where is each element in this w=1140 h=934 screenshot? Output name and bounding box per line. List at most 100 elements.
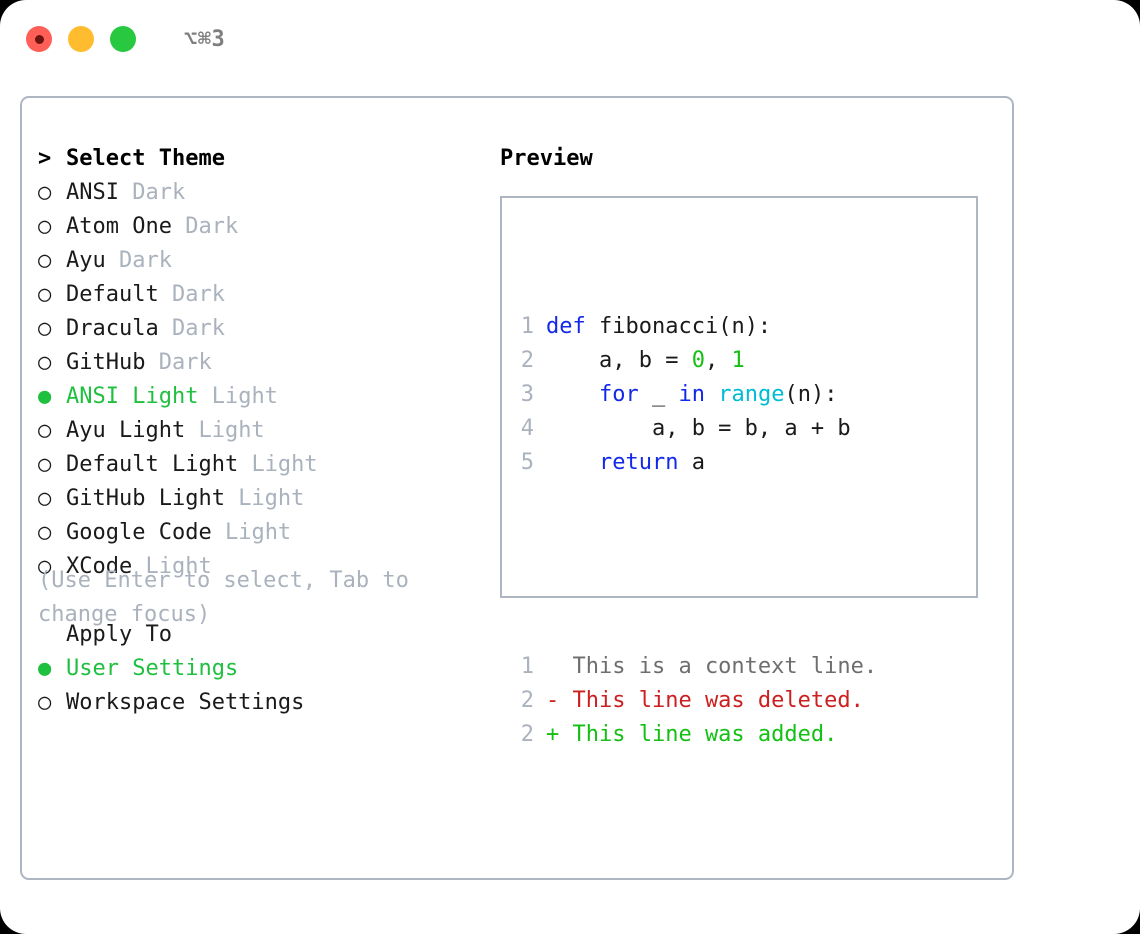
theme-option-ansi-light[interactable]: ● ANSI Light Light bbox=[38, 380, 488, 414]
diff-line: 2 + This line was added. bbox=[512, 718, 877, 752]
code-token: return bbox=[598, 450, 679, 475]
theme-option-google-code[interactable]: ○Google Code Light bbox=[38, 516, 488, 550]
theme-option-ansi[interactable]: ○ANSI Dark bbox=[38, 176, 488, 210]
code-token: range bbox=[718, 382, 785, 407]
select-theme-heading: > Select Theme bbox=[38, 142, 488, 176]
theme-picker-panel: >Select Theme ○ANSI Dark○Atom One Dark○A… bbox=[20, 96, 1014, 880]
theme-option-label: Dracula bbox=[66, 316, 172, 341]
code-token bbox=[705, 382, 718, 407]
radio-unselected-icon[interactable]: ○ bbox=[38, 486, 52, 511]
code-token: _ bbox=[638, 382, 679, 407]
code-token: 0 bbox=[691, 348, 705, 373]
code-line-number: 2 bbox=[520, 348, 534, 373]
theme-option-label: Atom One bbox=[66, 214, 186, 239]
code-token: a, b = b, a + b bbox=[546, 416, 851, 441]
diff-line-number: 2 bbox=[520, 688, 534, 713]
radio-unselected-icon[interactable]: ○ bbox=[38, 282, 52, 307]
code-token: 1 bbox=[731, 348, 745, 373]
theme-option-github-light[interactable]: ○ GitHub Light Light bbox=[38, 482, 488, 516]
theme-variant-label: Dark bbox=[185, 214, 239, 239]
theme-option-label: Default Light bbox=[66, 452, 252, 477]
apply-to-option-workspace-settings[interactable]: ○Workspace Settings bbox=[38, 686, 488, 720]
close-button-icon[interactable] bbox=[26, 26, 52, 52]
theme-variant-label: Light bbox=[198, 418, 265, 443]
theme-option-label: GitHub bbox=[66, 350, 159, 375]
theme-variant-label: Light bbox=[145, 554, 212, 579]
code-diff-separator bbox=[512, 548, 877, 582]
apply-to-option-user-settings[interactable]: ● User Settings bbox=[38, 652, 488, 686]
radio-unselected-icon[interactable]: ○ bbox=[38, 350, 52, 375]
traffic-light-buttons bbox=[26, 26, 136, 52]
apply-to-option-label: User Settings bbox=[66, 656, 239, 681]
radio-unselected-icon[interactable]: ○ bbox=[38, 690, 52, 715]
radio-unselected-icon[interactable]: ○ bbox=[38, 554, 52, 579]
diff-line: 2 - This line was deleted. bbox=[512, 684, 877, 718]
code-line: 1 def fibonacci(n): bbox=[512, 310, 877, 344]
code-token: (n): bbox=[784, 382, 838, 407]
code-line: 5 return a bbox=[512, 446, 877, 480]
theme-variant-label: Dark bbox=[171, 316, 225, 341]
radio-unselected-icon[interactable]: ○ bbox=[38, 316, 52, 341]
apply-to-heading: Apply To bbox=[38, 618, 488, 652]
radio-unselected-icon[interactable]: ○ bbox=[38, 214, 52, 239]
diff-line-number: 1 bbox=[520, 654, 534, 679]
theme-variant-label: Dark bbox=[132, 180, 186, 205]
diff-line: 1 This is a context line. bbox=[512, 650, 877, 684]
preview-heading: Preview bbox=[500, 146, 593, 171]
theme-option-default[interactable]: ○Default Dark bbox=[38, 278, 488, 312]
theme-variant-label: Light bbox=[224, 520, 292, 545]
help-hint-text: (Use Enter to select, Tab to change focu… bbox=[38, 568, 409, 627]
radio-selected-icon[interactable]: ● bbox=[38, 384, 52, 409]
diff-line-number: 2 bbox=[520, 722, 534, 747]
keyboard-shortcut-label: ⌥⌘3 bbox=[184, 26, 226, 52]
code-line-number: 4 bbox=[520, 416, 534, 441]
radio-unselected-icon[interactable]: ○ bbox=[38, 520, 52, 545]
prompt-caret-icon: > bbox=[38, 146, 52, 171]
theme-option-label: Ayu Light bbox=[66, 418, 199, 443]
theme-option-xcode[interactable]: ○ XCode Light bbox=[38, 550, 488, 584]
theme-variant-label: Light bbox=[238, 486, 305, 511]
theme-option-label: GitHub Light bbox=[66, 486, 239, 511]
theme-option-dracula[interactable]: ○ Dracula Dark bbox=[38, 312, 488, 346]
code-line: 2 a, b = 0, 1 bbox=[512, 344, 877, 378]
theme-option-default-light[interactable]: ○ Default Light Light bbox=[38, 448, 488, 482]
code-token: fibonacci(n): bbox=[585, 314, 772, 339]
code-line-number: 1 bbox=[520, 314, 534, 339]
code-token: a, b = bbox=[546, 348, 692, 373]
code-token: in bbox=[678, 382, 705, 407]
maximize-button-icon[interactable] bbox=[110, 26, 136, 52]
theme-option-label: Default bbox=[66, 282, 172, 307]
theme-option-label: XCode bbox=[66, 554, 146, 579]
code-line-number: 5 bbox=[520, 450, 534, 475]
radio-selected-icon[interactable]: ● bbox=[38, 656, 52, 681]
minimize-button-icon[interactable] bbox=[68, 26, 94, 52]
code-token: a bbox=[678, 450, 705, 475]
diff-line-text: + This line was added. bbox=[546, 722, 838, 747]
theme-variant-label: Dark bbox=[158, 350, 212, 375]
theme-option-ayu[interactable]: ○ Ayu Dark bbox=[38, 244, 488, 278]
theme-option-github[interactable]: ○ GitHub Dark bbox=[38, 346, 488, 380]
radio-unselected-icon[interactable]: ○ bbox=[38, 180, 52, 205]
select-theme-heading-label: Select Theme bbox=[66, 146, 225, 171]
diff-line-text: This is a context line. bbox=[546, 654, 878, 679]
radio-unselected-icon[interactable]: ○ bbox=[38, 418, 52, 443]
theme-variant-label: Light bbox=[211, 384, 278, 409]
theme-list-column: >Select Theme ○ANSI Dark○Atom One Dark○A… bbox=[38, 142, 488, 720]
theme-variant-label: Light bbox=[251, 452, 318, 477]
radio-unselected-icon[interactable]: ○ bbox=[38, 452, 52, 477]
radio-unselected-icon[interactable]: ○ bbox=[38, 248, 52, 273]
theme-variant-label: Dark bbox=[118, 248, 172, 273]
theme-option-label: Ayu bbox=[66, 248, 119, 273]
diff-line-text: - This line was deleted. bbox=[546, 688, 864, 713]
code-line: 3 for _ in range(n): bbox=[512, 378, 877, 412]
theme-option-atom-one[interactable]: ○ Atom One Dark bbox=[38, 210, 488, 244]
theme-option-label: ANSI Light bbox=[66, 384, 212, 409]
code-token: def bbox=[546, 314, 586, 339]
title-bar: ⌥⌘3 bbox=[0, 0, 1140, 78]
theme-option-ayu-light[interactable]: ○ Ayu Light Light bbox=[38, 414, 488, 448]
diff-lines: 1 This is a context line. 2 - This line wa… bbox=[512, 650, 877, 752]
